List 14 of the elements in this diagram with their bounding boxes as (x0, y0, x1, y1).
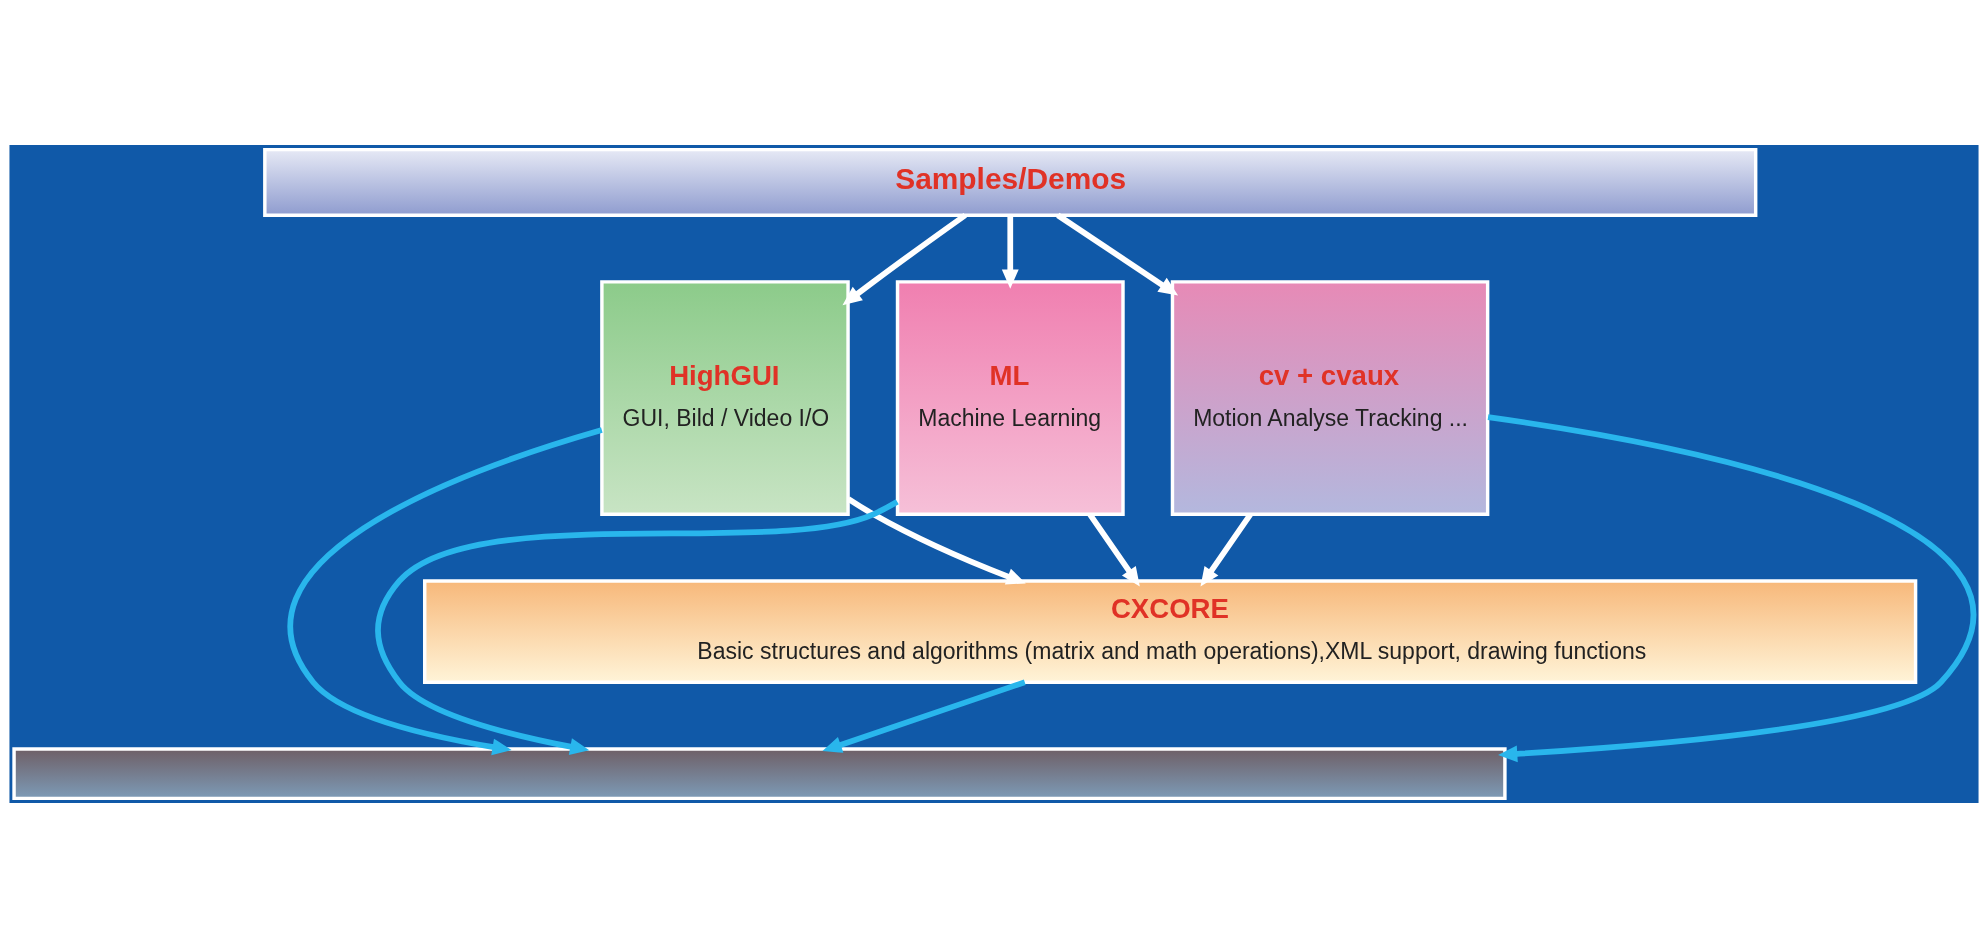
arrow (846, 495, 1026, 584)
node-box: cv + cvaux Motion Analyse Tracking ... (1170, 279, 1489, 516)
node-box: CXCORE Basic structures and algorithms (matrix and math operations),XML support, drawing functions (422, 578, 1917, 684)
node-box: ML Machine Learning (895, 279, 1125, 516)
node-box: HighGUI GUI, Bild / Video I/O (599, 279, 850, 516)
arrow (821, 679, 1026, 753)
arrow (374, 498, 899, 755)
node-box: Samples/Demos (262, 147, 1757, 217)
arrow (1055, 212, 1178, 295)
node-bar (11, 746, 1507, 800)
arrow (1487, 413, 1976, 762)
arrow (1001, 215, 1019, 289)
arrow (841, 212, 967, 305)
arrow (287, 426, 603, 755)
